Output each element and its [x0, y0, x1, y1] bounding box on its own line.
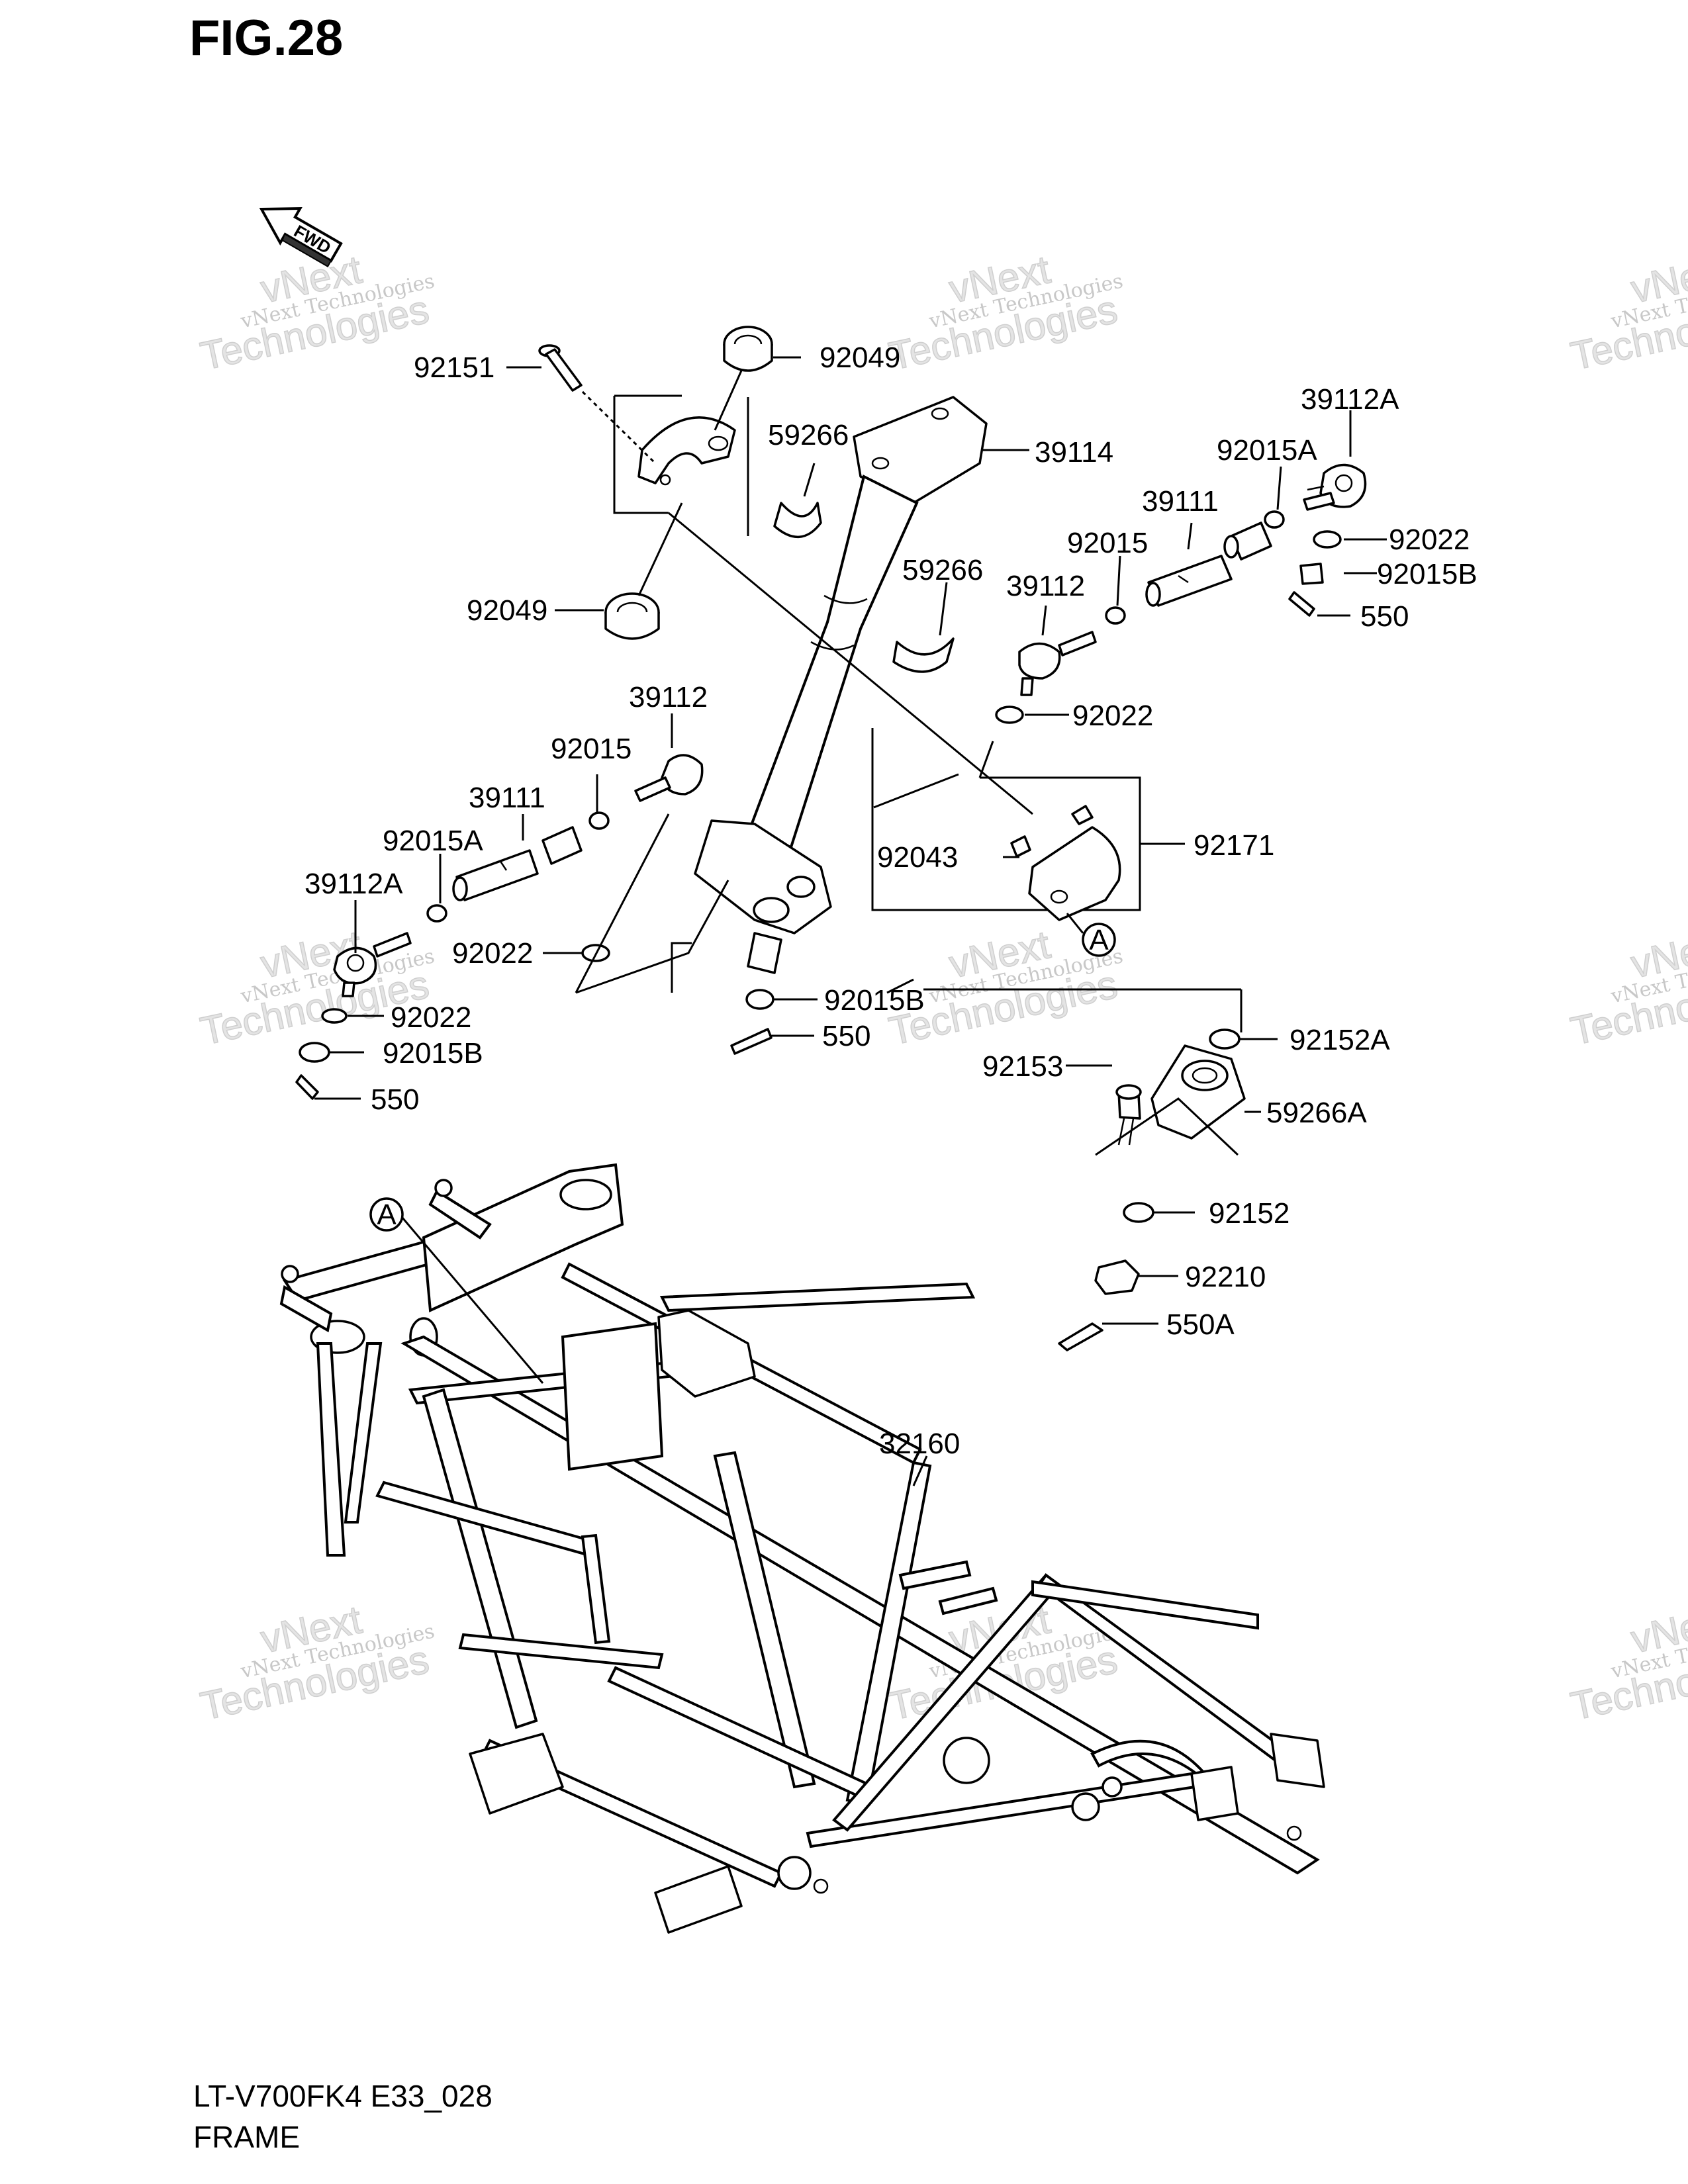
- part-label: 39112A: [305, 868, 403, 900]
- part-label: 550: [371, 1083, 419, 1116]
- part-label: 550: [1360, 600, 1409, 633]
- part-label: 39114: [1035, 436, 1113, 469]
- part-label: 92022: [1389, 523, 1470, 556]
- part-label: 39112: [1006, 570, 1085, 602]
- fwd-arrow-icon: FWD: [259, 206, 343, 267]
- part-label: 550: [822, 1020, 870, 1052]
- part-label: 92015A: [1217, 434, 1317, 467]
- watermark: Technologies vNext vNext Technologies: [1566, 246, 1688, 379]
- part-label: 39112A: [1301, 383, 1399, 416]
- part-label: 92049: [820, 341, 900, 374]
- part-label: 92153: [982, 1050, 1063, 1083]
- part-label: 32160: [879, 1428, 960, 1460]
- part-label: 92210: [1185, 1261, 1266, 1293]
- part-label: 92152: [1209, 1197, 1289, 1230]
- watermark: Technologies vNext vNext Technologies: [1566, 1596, 1688, 1729]
- bolt-92151: [538, 344, 657, 465]
- part-label: 39111: [1142, 485, 1219, 518]
- part-label: 92022: [391, 1001, 471, 1034]
- watermark: Technologies vNext vNext Technologies: [1566, 921, 1688, 1054]
- part-label: 92015B: [824, 984, 925, 1017]
- part-label: 92015B: [383, 1037, 483, 1069]
- watermark: Technologies vNext vNext Technologies: [196, 1596, 436, 1729]
- part-label: 39111: [469, 782, 545, 814]
- part-label: 92151: [414, 351, 494, 384]
- part-label: 59266: [768, 419, 849, 451]
- part-label: 39112: [629, 681, 708, 713]
- part-label: 92022: [452, 937, 533, 970]
- callout-a-text: A: [1089, 924, 1109, 956]
- washer-59266-upper: [773, 502, 822, 538]
- part-label: 92015B: [1377, 558, 1477, 590]
- part-label: 59266A: [1266, 1097, 1367, 1129]
- bushing-92049-lower: [604, 502, 683, 640]
- tie-rod-right: [1105, 463, 1367, 625]
- part-label: 550A: [1166, 1308, 1235, 1341]
- part-label: 59266: [902, 554, 983, 586]
- leader-lines: [314, 356, 1387, 1486]
- part-label: 92015A: [383, 825, 483, 857]
- part-labels: 92151 92049 59266 39114 92049 59266 3911…: [305, 341, 1477, 1460]
- tie-rod-end-39112-right: [995, 631, 1097, 724]
- part-label: 92152A: [1289, 1024, 1390, 1056]
- footer-model-code: LT-V700FK4 E33_028: [193, 2079, 492, 2113]
- part-label: 92171: [1194, 829, 1274, 862]
- lower-bracket-92171: [871, 728, 1141, 921]
- part-label: 92015: [551, 733, 632, 765]
- mount-59266A: [1058, 1028, 1246, 1351]
- part-label: 92022: [1072, 700, 1153, 732]
- footer-section-name: FRAME: [193, 2120, 300, 2154]
- main-frame-32160: [279, 1163, 1325, 1934]
- watermark: Technologies vNext vNext Technologies: [884, 246, 1125, 379]
- part-label: 92015: [1067, 527, 1148, 559]
- center-fasteners: [730, 989, 774, 1055]
- part-label: 92049: [467, 594, 547, 627]
- callout-a-text: A: [377, 1199, 397, 1231]
- watermark: Technologies vNext vNext Technologies: [196, 246, 436, 379]
- washer-59266-lower: [892, 637, 955, 673]
- part-label: 92043: [877, 841, 958, 874]
- callout-a-marker-upper: A: [1066, 913, 1116, 957]
- upper-bracket-group: [613, 394, 1033, 815]
- steering-shaft-39114: [694, 396, 988, 974]
- bushing-92049-upper: [714, 326, 773, 431]
- callout-a-marker-lower: A: [369, 1197, 404, 1232]
- figure-title: FIG.28: [189, 10, 344, 66]
